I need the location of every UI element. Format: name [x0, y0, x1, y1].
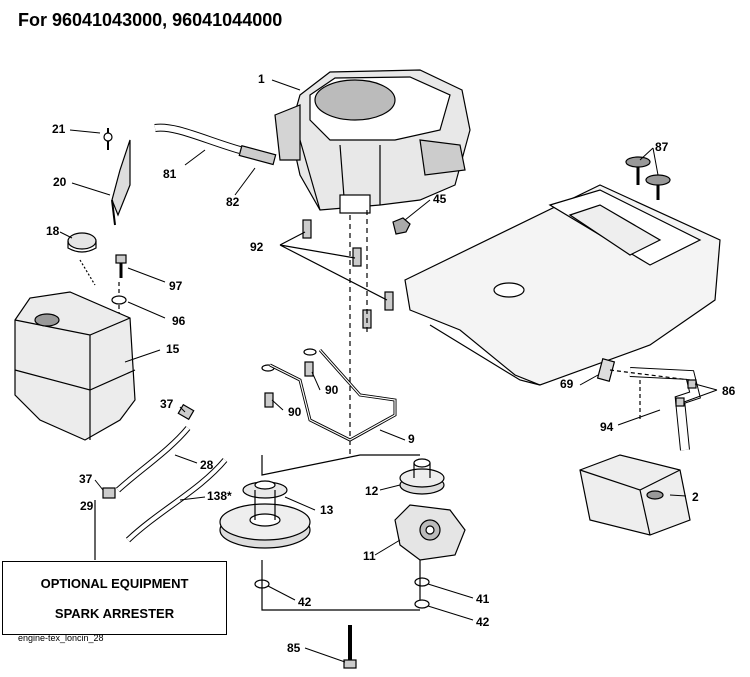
- fuel-tank-15: [14, 291, 136, 441]
- label-part-87: 87: [655, 140, 669, 154]
- label-part-21: 21: [52, 122, 66, 136]
- label-part-138: 138*: [207, 489, 232, 503]
- bolt-85: [343, 625, 357, 669]
- pulley-12: [399, 458, 445, 495]
- label-part-81: 81: [163, 167, 177, 181]
- label-part-86: 86: [722, 384, 736, 398]
- washer-96: [111, 295, 127, 305]
- label-part-37-lower: 37: [79, 472, 93, 486]
- diagram-title: For 96041043000, 96041044000: [18, 10, 283, 30]
- bolt-97: [115, 254, 127, 278]
- label-part-90-upper: 90: [325, 383, 339, 397]
- label-part-45: 45: [433, 192, 447, 206]
- optional-equipment-box: OPTIONAL EQUIPMENT SPARK ARRESTER: [2, 561, 227, 635]
- label-part-82: 82: [226, 195, 240, 209]
- frame-drawing: [404, 184, 721, 386]
- label-part-97: 97: [169, 279, 183, 293]
- knob-87b: [645, 174, 671, 200]
- spark-arrester-label: SPARK ARRESTER: [54, 606, 175, 621]
- washer-41: [414, 577, 430, 587]
- label-part-85: 85: [287, 641, 301, 655]
- label-part-18: 18: [46, 224, 60, 238]
- label-part-20: 20: [53, 175, 67, 189]
- diagram-code: engine-tex_loncin_28: [18, 633, 104, 643]
- label-part-15: 15: [166, 342, 180, 356]
- label-part-11: 11: [363, 549, 376, 563]
- pulley-13: [219, 480, 311, 549]
- throttle-bracket: [103, 128, 131, 226]
- label-part-42-left: 42: [298, 595, 312, 609]
- clutch-11: [394, 504, 466, 561]
- label-part-13: 13: [320, 503, 334, 517]
- engine-drawing: [274, 69, 471, 214]
- fuel-cap-18: [67, 232, 97, 286]
- label-part-42-right: 42: [476, 615, 490, 629]
- label-part-37-upper: 37: [160, 397, 174, 411]
- label-part-9: 9: [408, 432, 415, 446]
- bolts-92: [302, 219, 394, 329]
- knob-87a: [625, 156, 651, 185]
- label-part-12: 12: [365, 484, 379, 498]
- label-part-28: 28: [200, 458, 214, 472]
- label-part-90-lower: 90: [288, 405, 302, 419]
- label-part-29: 29: [80, 499, 94, 513]
- label-part-41: 41: [476, 592, 490, 606]
- label-part-94: 94: [600, 420, 614, 434]
- label-part-92: 92: [250, 240, 264, 254]
- nut-45: [392, 217, 411, 235]
- muffler-2: [579, 454, 691, 536]
- gasket-69: [596, 358, 616, 382]
- label-part-1: 1: [258, 72, 265, 86]
- optional-equipment-label: OPTIONAL EQUIPMENT: [40, 576, 189, 591]
- label-part-2: 2: [692, 490, 699, 504]
- label-part-96: 96: [172, 314, 186, 328]
- fuel-filter-82: [238, 145, 277, 166]
- label-part-69: 69: [560, 377, 574, 391]
- washer-42b: [414, 599, 430, 609]
